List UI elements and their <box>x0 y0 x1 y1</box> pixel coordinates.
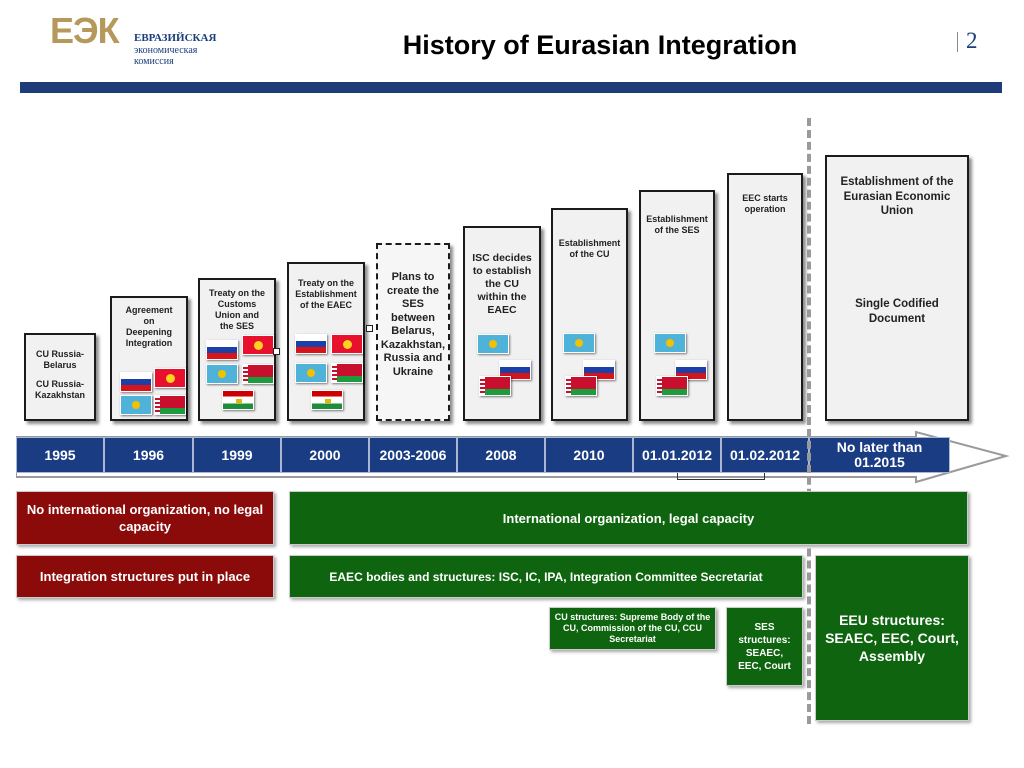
bar-cu-structures: CU structures: Supreme Body of the CU, C… <box>549 607 716 650</box>
selection-handle <box>366 325 373 332</box>
flag-kyrgyzstan-icon <box>242 335 274 355</box>
selection-handle <box>273 348 280 355</box>
flag-russia-icon <box>675 360 707 380</box>
flag-kazakhstan-icon <box>654 333 686 353</box>
flag-kyrgyzstan-icon <box>154 368 186 388</box>
flag-belarus-icon <box>565 376 597 396</box>
bar-integration-structures: Integration structures put in place <box>16 555 274 598</box>
flag-kazakhstan-icon <box>295 363 327 383</box>
stage-text: CU Russia-Belarus CU Russia-Kazakhstan <box>34 349 86 400</box>
bar-eeu-structures: EEU structures: SEAEC, EEC, Court, Assem… <box>815 555 969 721</box>
flag-belarus-icon <box>479 376 511 396</box>
flag-kazakhstan-icon <box>120 395 152 415</box>
flag-belarus-icon <box>154 395 186 415</box>
flag-kazakhstan-icon <box>206 364 238 384</box>
logo-mark: ЕЭК <box>50 10 120 51</box>
flag-kazakhstan-icon <box>563 333 595 353</box>
flag-russia-icon <box>583 360 615 380</box>
flag-russia-icon <box>295 334 327 354</box>
bar-intl-org: International organization, legal capaci… <box>289 491 968 545</box>
timeline-year: 2003-2006 <box>369 437 457 473</box>
timeline-year: 2008 <box>457 437 545 473</box>
header-bar <box>20 82 1002 93</box>
flag-tajikistan-icon <box>222 390 254 410</box>
flag-tajikistan-icon <box>311 390 343 410</box>
stage-cu-1995: CU Russia-Belarus CU Russia-Kazakhstan <box>24 333 96 421</box>
page-title: History of Eurasian Integration <box>402 30 798 60</box>
bar-ses-structures: SES structures: SEAEC, EEC, Court <box>726 607 803 686</box>
flag-belarus-icon <box>656 376 688 396</box>
flag-russia-icon <box>499 360 531 380</box>
page-number: 2 <box>966 28 978 53</box>
flag-russia-icon <box>206 340 238 360</box>
timeline-year: 1996 <box>104 437 193 473</box>
timeline-year: 2010 <box>545 437 633 473</box>
flag-belarus-icon <box>331 363 363 383</box>
timeline-year: No later than 01.2015 <box>809 437 950 473</box>
logo-text-line1: ЕВРАЗИЙСКАЯ <box>134 32 217 44</box>
selection-bracket <box>677 473 765 480</box>
logo-text-line2: экономическая <box>134 45 198 56</box>
flag-belarus-icon <box>242 364 274 384</box>
flag-russia-icon <box>120 372 152 392</box>
timeline-year: 1999 <box>193 437 281 473</box>
timeline-year: 2000 <box>281 437 369 473</box>
bar-eaec-bodies: EAEC bodies and structures: ISC, IC, IPA… <box>289 555 803 598</box>
logo-text-line3: комиссия <box>134 56 174 67</box>
period-divider <box>807 118 811 724</box>
page-number-divider <box>957 32 958 52</box>
timeline-year: 01.01.2012 <box>633 437 721 473</box>
timeline-year: 1995 <box>16 437 104 473</box>
flag-kyrgyzstan-icon <box>331 334 363 354</box>
flag-kazakhstan-icon <box>477 334 509 354</box>
bar-no-intl-org: No international organization, no legal … <box>16 491 274 545</box>
timeline-year: 01.02.2012 <box>721 437 809 473</box>
